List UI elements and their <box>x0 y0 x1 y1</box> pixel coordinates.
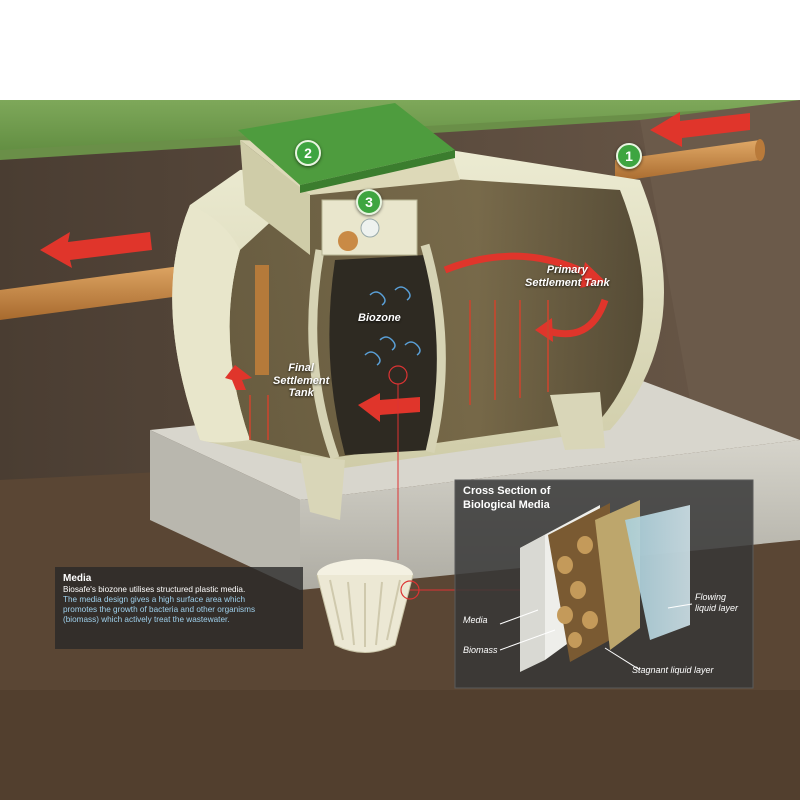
media-line-1: Biosafe's biozone utilises structured pl… <box>63 585 246 594</box>
flow-arrows <box>40 112 750 422</box>
biozone-swirls <box>364 286 421 366</box>
cs-flowing-label: Flowing liquid layer <box>695 592 738 614</box>
media-line-4: (biomass) which actively treat the waste… <box>63 614 230 624</box>
media-line-3: promotes the growth of bacteria and othe… <box>63 604 256 614</box>
primary-settlement-label: Primary Settlement Tank <box>525 264 610 289</box>
cs-title-line-1: Cross Section of <box>463 485 551 497</box>
cs-stagnant-label: Stagnant liquid layer <box>632 665 714 675</box>
marker-1-inlet: 1 <box>616 143 642 169</box>
primary-arrow-bottom <box>543 298 609 338</box>
media-title: Media <box>63 573 92 584</box>
media-layers <box>520 500 690 672</box>
primary-line-1: Primary <box>546 264 588 276</box>
concrete-base-front <box>150 430 300 590</box>
primary-arrow-top <box>443 252 592 279</box>
final-line-1: Final <box>288 362 314 374</box>
soil-right-wall <box>640 100 800 470</box>
marker-2-lid: 2 <box>295 140 321 166</box>
biozone-label: Biozone <box>358 312 401 324</box>
cs-flowing-line-2: liquid layer <box>695 602 739 613</box>
green-lid <box>238 103 455 185</box>
media-info-box: Media Biosafe's biozone utilises structu… <box>55 567 303 649</box>
inlet-arrow <box>650 112 750 147</box>
final-tank-arrow <box>225 365 252 390</box>
media-basket <box>316 559 420 653</box>
outlet-pipe <box>0 262 210 320</box>
outlet-arrow <box>40 232 152 268</box>
cs-flowing-line-1: Flowing <box>695 592 727 602</box>
final-line-3: Tank <box>288 387 314 400</box>
biozone-return-arrow <box>358 393 420 422</box>
cs-biomass-label: Biomass <box>463 645 498 655</box>
primary-line-2: Settlement Tank <box>525 276 610 289</box>
final-tank-riser <box>255 265 269 375</box>
tank-turret <box>238 103 460 255</box>
cs-title-line-2: Biological Media <box>463 498 550 511</box>
cs-media-label: Media <box>463 615 488 625</box>
final-settlement-label: Final Settlement Tank <box>273 362 329 400</box>
media-line-2: The media design gives a high surface ar… <box>63 594 246 604</box>
final-line-2: Settlement <box>273 374 330 387</box>
marker-3-pump: 3 <box>356 189 382 215</box>
settling-arrows <box>249 300 549 440</box>
cross-section-title: Cross Section of Biological Media <box>463 485 623 513</box>
inlet-pipe <box>615 139 765 182</box>
layer-flowing <box>625 505 690 640</box>
